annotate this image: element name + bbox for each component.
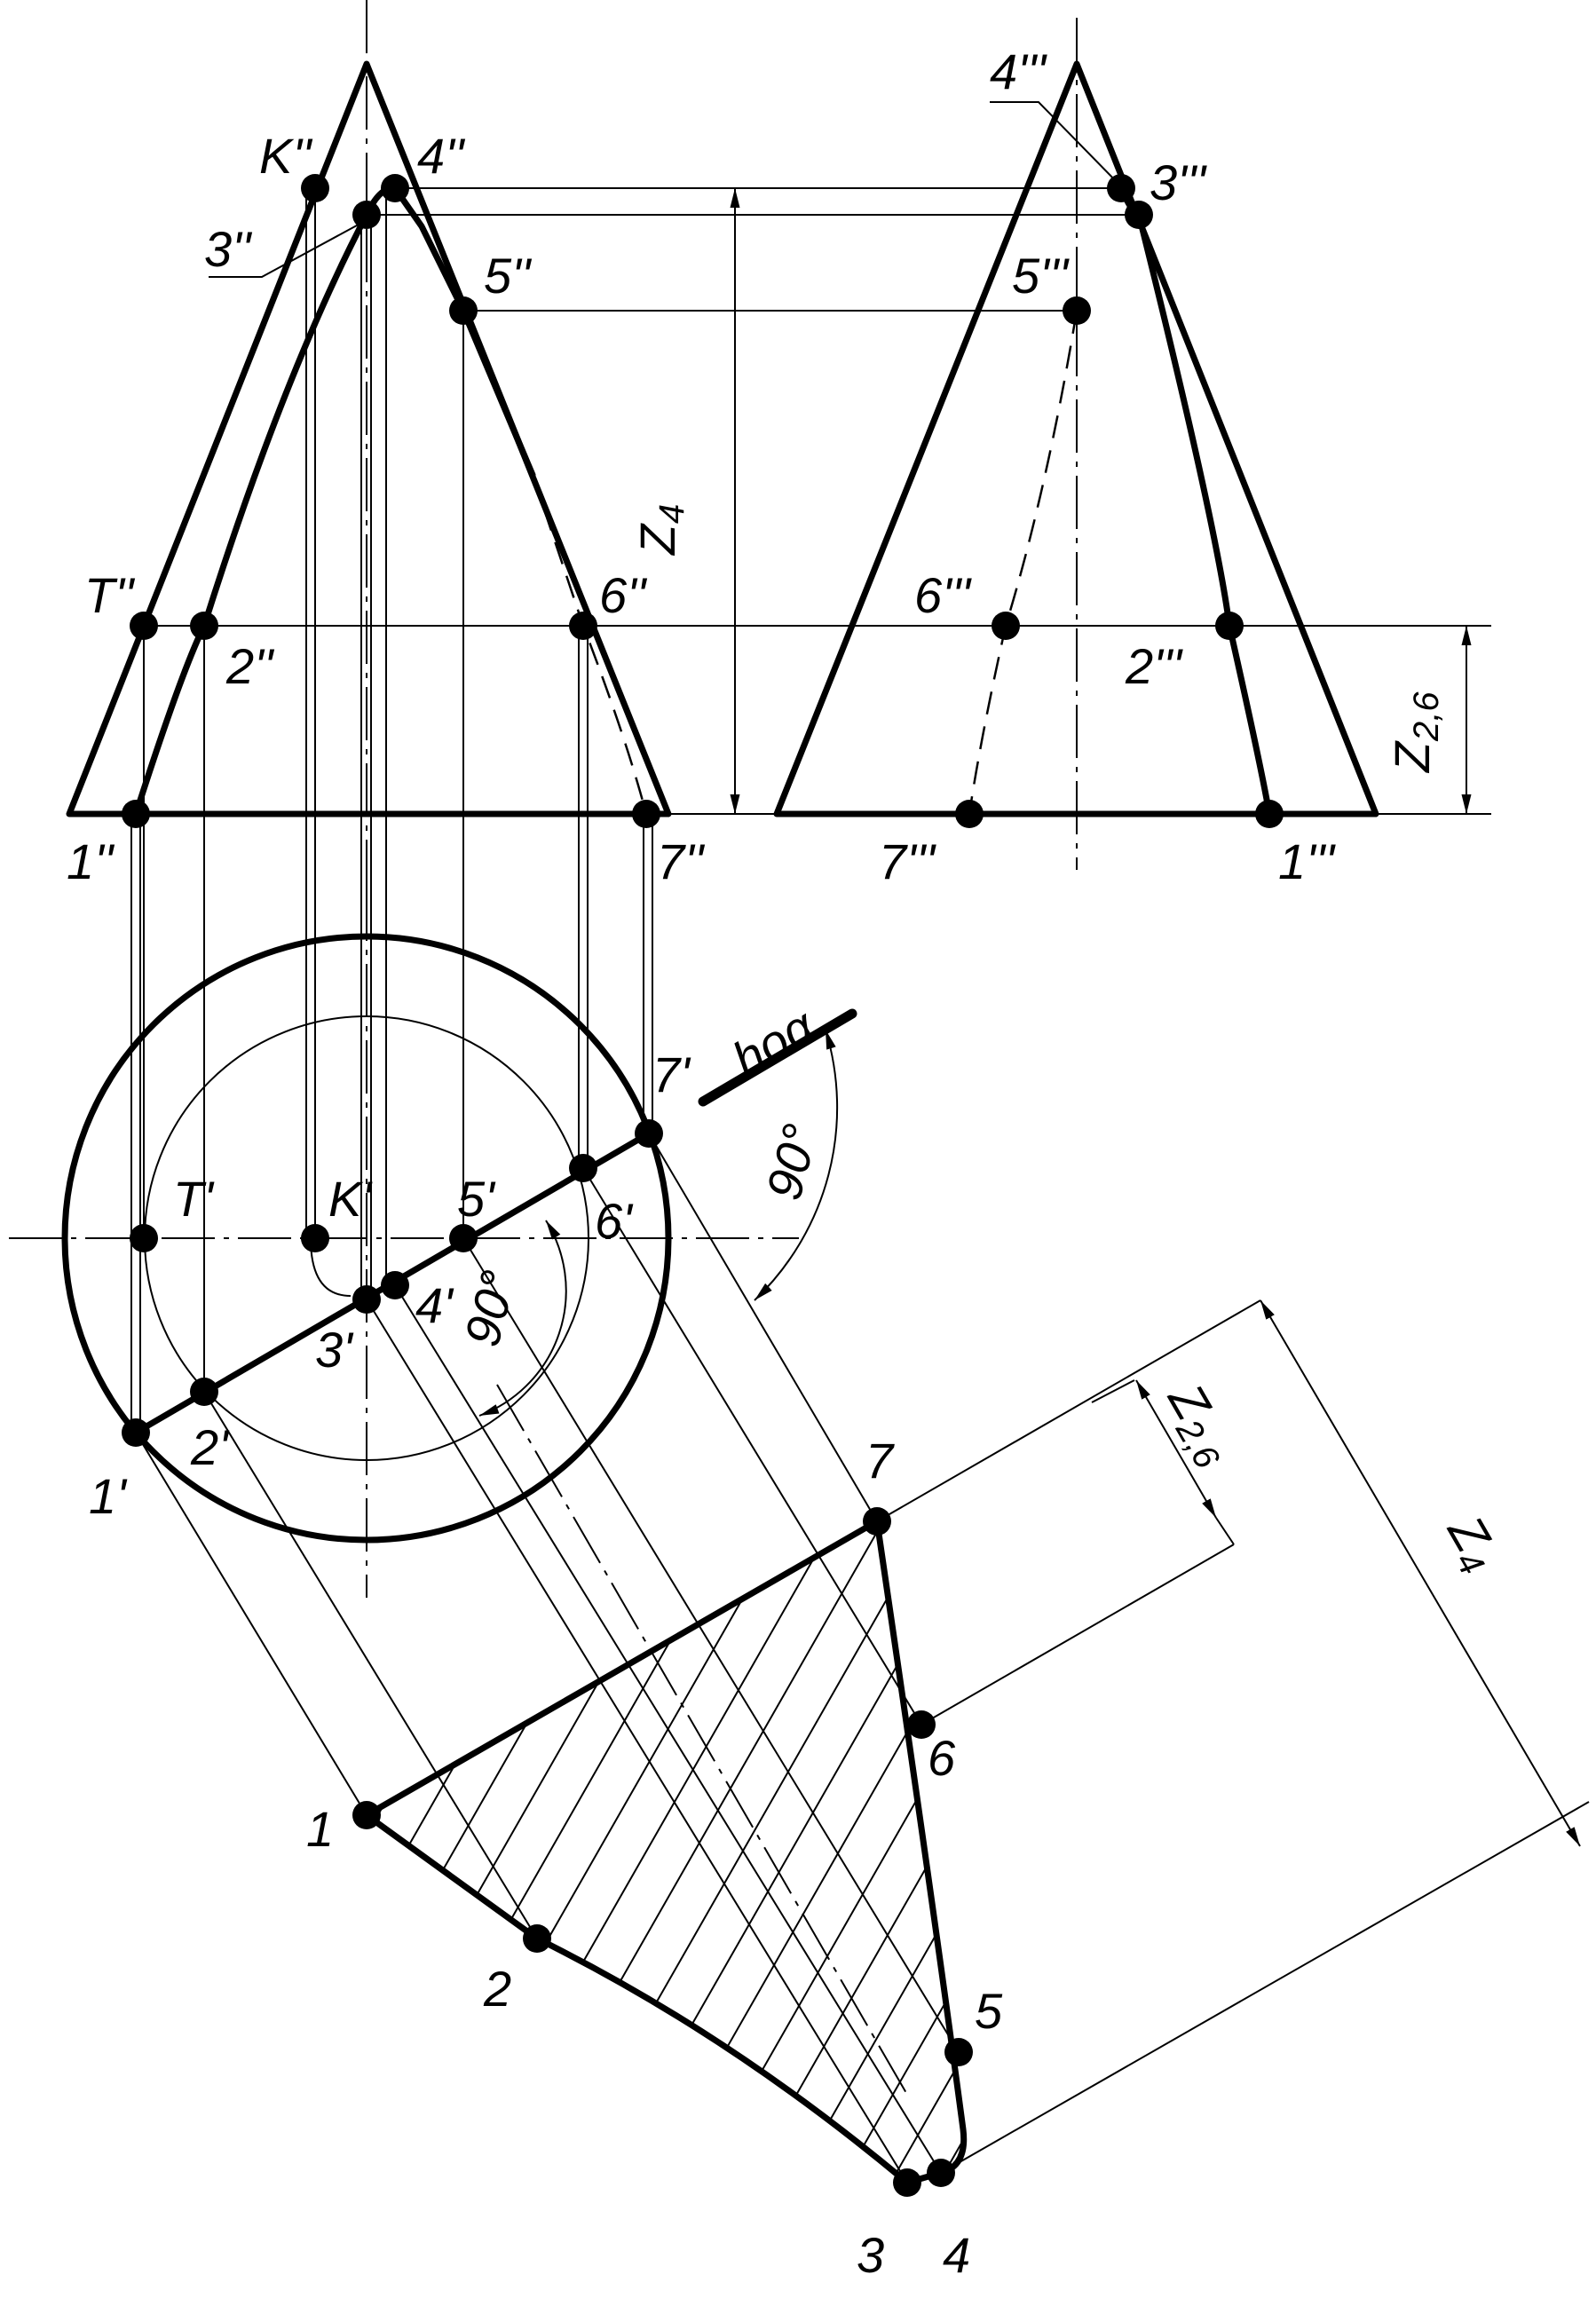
label-4-plan: 4': [415, 1277, 454, 1333]
label-5-front: 5'': [484, 248, 533, 304]
section-baseline: [876, 1299, 1261, 1522]
dim-z4-section: [1260, 1299, 1581, 1847]
leader-4-side: [990, 101, 1122, 187]
label-7-section: 7: [865, 1433, 895, 1489]
label-k-front: K'': [259, 128, 313, 184]
label-t-front: T'': [84, 567, 136, 623]
svg-text:2,6: 2,6: [1407, 691, 1446, 742]
label-5-side: 5''': [1012, 248, 1071, 304]
label-3-plan: 3': [315, 1322, 354, 1378]
label-k-plan: K': [328, 1171, 373, 1227]
dim-label-z26-side: Z 2,6: [1384, 691, 1446, 774]
section-outline: [363, 1518, 968, 2186]
label-7-front: 7'': [657, 833, 706, 889]
label-6-side: 6''': [914, 567, 973, 623]
label-3-front: 3'': [204, 221, 253, 277]
dim-label-z4-front: Z 4: [629, 504, 691, 557]
side-section-curve: [1118, 185, 1273, 817]
dimensions: [209, 101, 1581, 1847]
angle-label-outer: 90°: [755, 1118, 829, 1205]
svg-text:Z: Z: [1384, 740, 1440, 774]
label-6-plan: 6': [595, 1193, 634, 1249]
label-1-plan: 1': [89, 1468, 128, 1524]
front-hidden-curve: [531, 474, 648, 815]
label-2-section: 2: [483, 1961, 511, 2017]
front-section-curve: [132, 185, 536, 817]
leader-3-front: [209, 219, 367, 278]
label-7-plan: 7': [652, 1046, 691, 1102]
svg-text:Z: Z: [629, 523, 685, 557]
label-4-side: 4''': [990, 43, 1048, 99]
plane-trace-label: hоα: [723, 997, 826, 1088]
label-3-side: 3''': [1150, 154, 1208, 210]
label-1-front: 1'': [67, 833, 115, 889]
side-hidden-curve: [968, 310, 1078, 815]
label-7-side: 7''': [879, 833, 937, 889]
projection-lines: [130, 187, 1590, 2183]
plan-base-circle: [61, 933, 672, 1544]
label-2-plan: 2': [190, 1419, 230, 1475]
angle-arc-outer: [754, 1029, 839, 1301]
dim-label-z26-section: Z 2,6: [1157, 1373, 1228, 1476]
label-2-side: 2''': [1125, 638, 1184, 694]
section-axis: [496, 1384, 911, 2100]
dim-label-z4-section: Z 4: [1437, 1504, 1503, 1581]
side-view: [773, 18, 1379, 870]
angle-label-inner: 90°: [454, 1265, 527, 1352]
label-t-plan: T': [173, 1171, 215, 1227]
angle-arc-inner: [478, 1220, 567, 1417]
label-2-front: 2'': [225, 638, 275, 694]
side-cone-outline: [773, 60, 1379, 817]
dim-z26-section: [1135, 1379, 1217, 1519]
label-6-section: 6: [928, 1730, 956, 1786]
label-1-section: 1: [306, 1801, 334, 1857]
label-1-side: 1''': [1278, 833, 1337, 889]
label-4-section: 4: [943, 2227, 970, 2283]
label-3-section: 3: [857, 2227, 884, 2283]
front-view: [66, 0, 672, 941]
label-5-plan: 5': [457, 1171, 496, 1227]
label-4-front: 4'': [417, 128, 466, 184]
points: [122, 174, 1284, 2197]
labels: K'' 4'' 3'' 5'' 6'' T'' 2'' 1'' 7'' 4'''…: [67, 43, 1503, 2283]
svg-text:4: 4: [652, 504, 691, 524]
label-5-section: 5: [975, 1983, 1003, 2039]
label-6-front: 6'': [599, 567, 648, 623]
